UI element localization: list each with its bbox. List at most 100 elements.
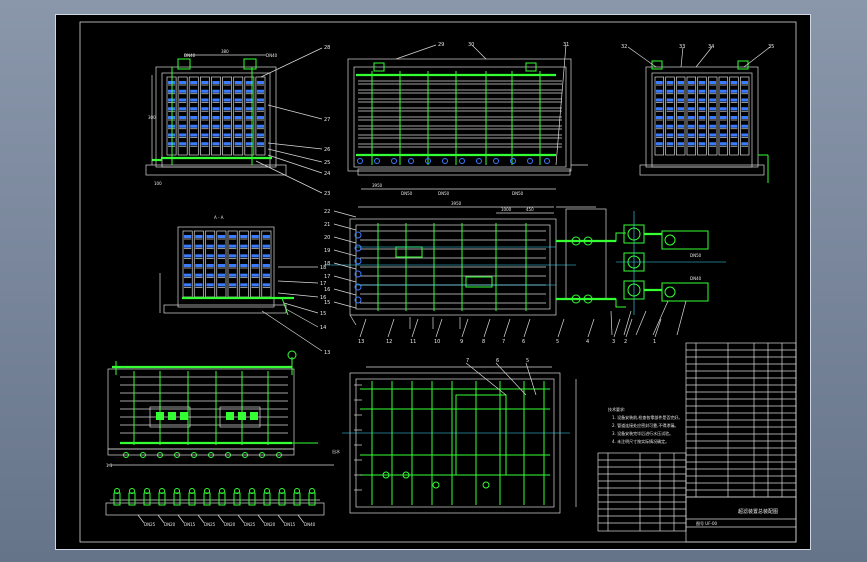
membrane-element [720,142,727,146]
base-label: 1:1 [106,463,113,468]
membrane-element [206,254,214,258]
membrane-element [256,124,264,128]
top-front-leader-28: 28 [324,45,330,51]
top-right-leader-33: 33 [679,44,685,50]
membrane-element [229,235,237,238]
membrane-element [240,273,248,277]
membrane-element [234,81,242,84]
membrane-element [741,89,748,93]
membrane-element [245,116,253,119]
membrane-element [698,81,706,84]
notes-line-2: 2. 管道连接处应密封可靠,不得渗漏。 [612,422,678,428]
top-front-leader-25: 25 [324,160,330,166]
membrane-element [206,235,214,238]
plan-left-leader [333,275,357,283]
top-right-leader-35: 35 [768,44,774,50]
plan-left-callout: 21 [324,222,330,228]
bottom-left-view: 出水 1:1 [106,350,340,468]
valve-handwheel [249,488,255,494]
bottom-middle-pipes [354,381,550,505]
gauge [156,412,164,420]
plan-left-leader [333,236,357,244]
membrane-element [240,235,248,238]
membrane-element [666,116,674,119]
membrane-element [730,116,738,119]
membrane-element [677,107,684,111]
plan-bottom-callout: 4 [586,339,589,345]
cad-drawing: 380 DN40 DN40 300 100 28 27 26 25 24 23 [79,21,797,543]
inner-frame [79,21,797,543]
plan-bottom-callout: 6 [522,339,525,345]
membrane-element [195,264,203,267]
title-block-footer: 图号 UF-00 [696,520,717,526]
membrane-element [195,235,203,238]
membrane-element [212,98,220,102]
membrane-element [262,264,270,267]
membrane-element [240,264,248,267]
membrane-element [240,283,248,287]
valve-handwheel [144,488,150,494]
membrane-element [190,116,198,119]
section-leader-15: 15 [320,311,326,317]
front-membrane-columns [166,76,266,156]
membrane-element [217,273,225,277]
membrane-element [677,98,684,102]
plan-left-callout: 18 [324,261,330,267]
membrane-element [223,81,231,84]
membrane-element [720,98,727,102]
plan-left-leader [333,288,357,296]
membrane-element [256,133,264,137]
membrane-element [688,81,695,84]
plan-dim-2: 1000 [501,207,512,212]
membrane-element [688,107,695,111]
membrane-element [212,81,220,84]
membrane-element [234,98,242,102]
valve-row [113,488,316,506]
membrane-element [666,107,674,111]
valve-callout: DN20 [224,522,236,527]
membrane-element [206,244,214,248]
valve-leader [277,514,285,524]
notes-line-1: 1. 设备安装前,检查各零部件是否完好。 [612,414,682,420]
membrane-element [741,116,748,119]
plan-bottom-leader [411,318,419,338]
plan-left-callout: 22 [324,209,330,215]
membrane-element [698,107,706,111]
tube-end [527,158,533,164]
plan-pipes [354,223,546,311]
drawing-title: 超滤装置总装配图 [738,508,778,515]
membrane-column [654,76,665,156]
membrane-element [201,116,209,119]
membrane-element [720,89,727,93]
membrane-element [190,107,198,111]
plan-bottom-callout: 5 [556,339,559,345]
membrane-element [256,142,264,146]
pipe-fitting [432,481,440,489]
plan-bottom-leader [435,318,443,338]
membrane-element [741,98,748,102]
parts-list: 超滤装置总装配图 图号 UF-00 [597,342,797,543]
tank-outline [455,394,507,476]
plan-left-leader [333,223,357,231]
membrane-column [244,76,255,156]
notes-line-4: 4. 未注明尺寸按实际情况确定。 [612,438,669,444]
plan-bottom-leader [625,318,633,338]
notes-line-3: 3. 设备安装完毕后进行水压试验。 [612,430,673,436]
membrane-element [184,273,192,277]
instrument-panel [156,412,258,420]
membrane-element [656,89,663,93]
notes-title: 技术要求: [608,406,625,412]
membrane-element [698,116,706,119]
plan-left-leader [333,301,357,309]
tube-end [408,158,414,164]
plan-left-callout: 19 [324,248,330,254]
plan-bottom-leader [503,318,511,338]
top-front-foot-dim: 100 [154,181,162,186]
membrane-element [184,235,192,238]
plan-bottom-callout: 3 [612,339,615,345]
membrane-element [245,81,253,84]
membrane-element [656,116,663,119]
membrane-element [179,142,187,146]
membrane-element [212,89,220,93]
membrane-element [262,273,270,277]
